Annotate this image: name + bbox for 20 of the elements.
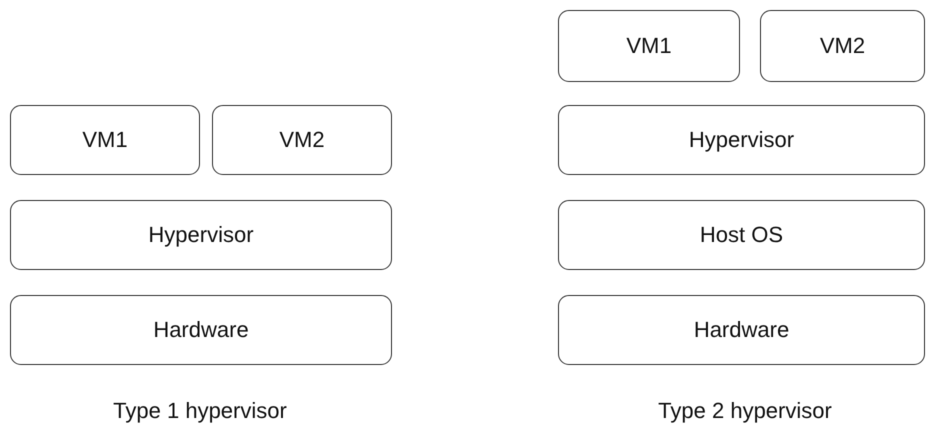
layer-label: VM1: [626, 33, 672, 59]
layer-label: Hypervisor: [688, 127, 794, 153]
layer-box: [558, 200, 925, 270]
layer-box: [212, 105, 392, 175]
layer-box: [10, 295, 392, 365]
caption-text: Type 1 hypervisor: [113, 398, 287, 424]
layer-box: [10, 105, 200, 175]
layer-label: VM1: [82, 127, 128, 153]
layer-label: Hypervisor: [148, 222, 254, 248]
caption-text: Type 2 hypervisor: [658, 398, 832, 424]
layer-label: Host OS: [700, 222, 784, 248]
layer-box: [558, 295, 925, 365]
layer-box: [558, 10, 740, 82]
layer-label: VM2: [820, 33, 866, 59]
layer-label: Hardware: [153, 317, 249, 343]
layer-box: [558, 105, 925, 175]
layer-box: [760, 10, 925, 82]
layer-box: [10, 200, 392, 270]
layer-label: Hardware: [694, 317, 790, 343]
layer-label: VM2: [279, 127, 325, 153]
